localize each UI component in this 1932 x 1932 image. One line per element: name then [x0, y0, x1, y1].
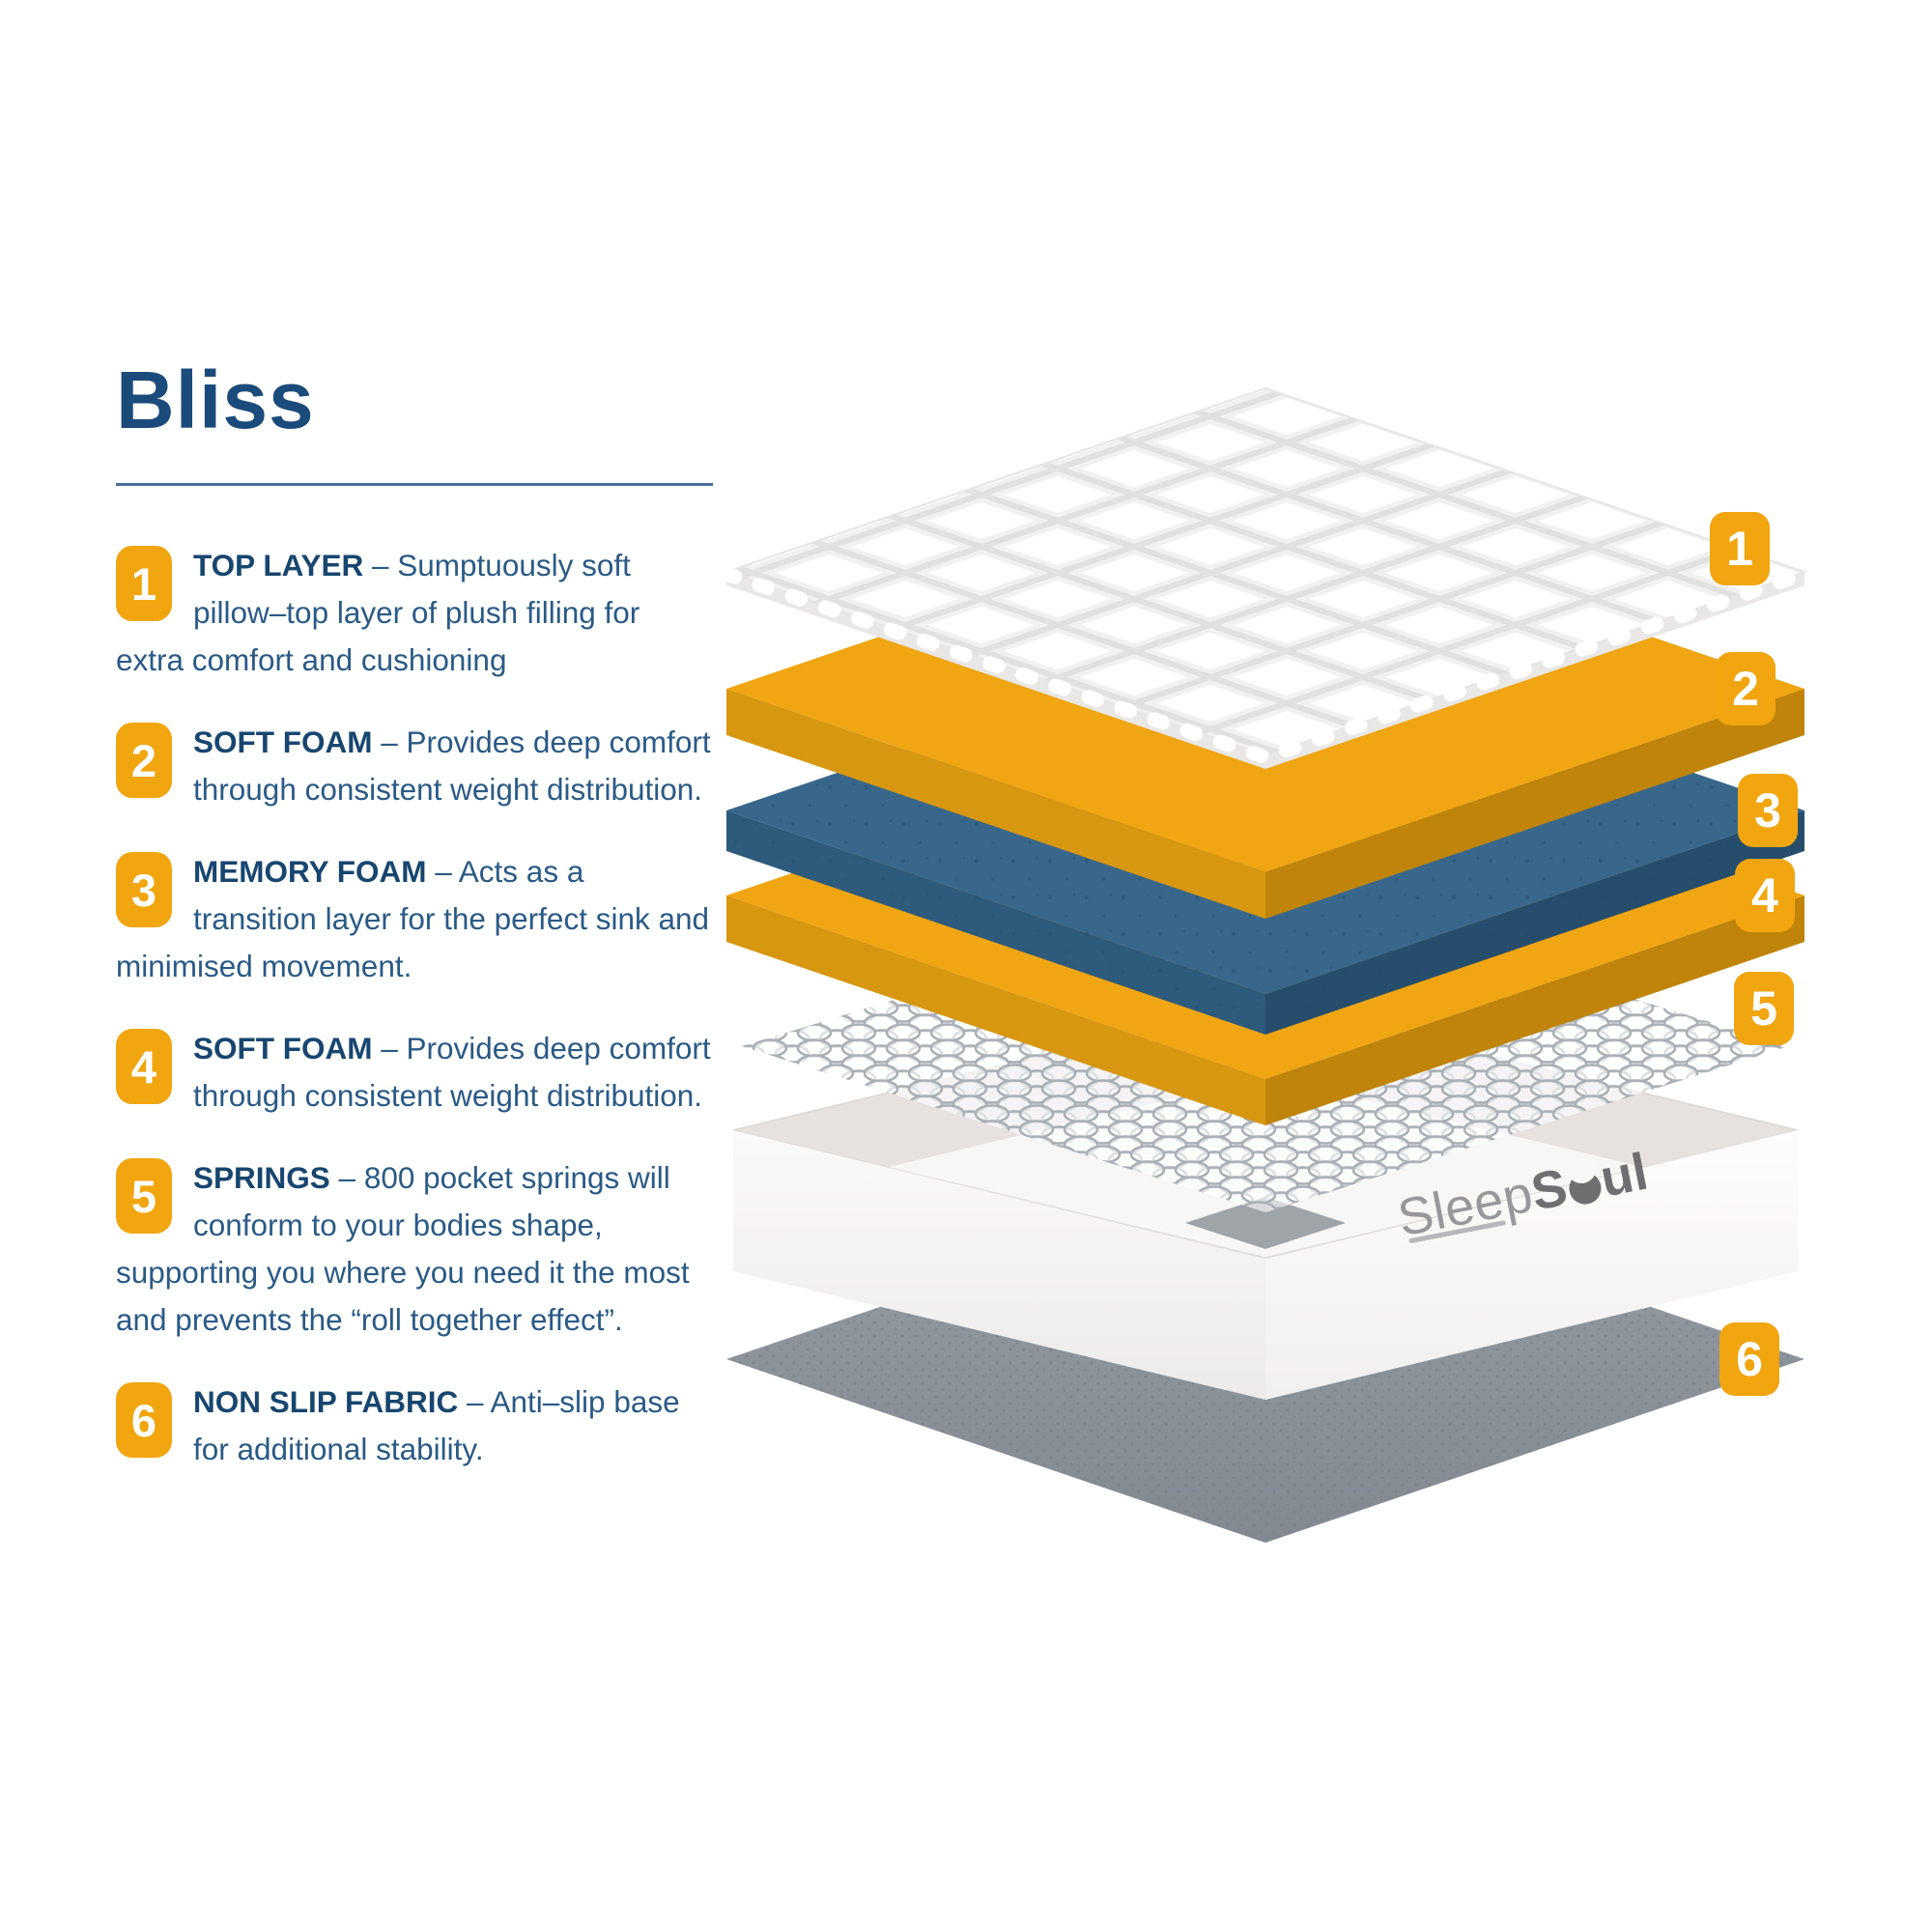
quilted-top-layer [719, 386, 1812, 769]
badge-5-number: 5 [1750, 981, 1777, 1036]
item-number: 6 [130, 1394, 157, 1446]
diagram-badges: 1 2 3 4 5 [1710, 512, 1798, 1396]
item-4-description: SOFT FOAM – Provides deep comfort throug… [116, 1025, 713, 1120]
layer-item-5: 5 SPRINGS – 800 pocket springs will conf… [116, 1154, 713, 1344]
diagram-badge-1: 1 [1710, 512, 1770, 585]
layer-item-3: 3 MEMORY FOAM – Acts as a transition lay… [116, 848, 713, 990]
moon-icon [1566, 1169, 1604, 1208]
item-3-number-badge: 3 [116, 852, 172, 927]
diagram-badge-4: 4 [1735, 859, 1795, 932]
item-5-body: – 800 pocket springs will conform to you… [116, 1160, 690, 1337]
item-3-description: MEMORY FOAM – Acts as a transition layer… [116, 848, 713, 990]
badge-1-number: 1 [1726, 522, 1753, 576]
item-number: 5 [130, 1170, 157, 1222]
logo-soul-ul: ul [1596, 1142, 1653, 1208]
item-1-number-badge: 1 [116, 546, 172, 621]
item-4-body: – Provides deep comfort through consiste… [193, 1031, 711, 1113]
diagram-badge-5: 5 [1734, 972, 1794, 1045]
item-number: 3 [130, 864, 157, 916]
layer-item-6: 6 NON SLIP FABRIC – Anti–slip base for a… [116, 1378, 713, 1473]
layer-item-4: 4 SOFT FOAM – Provides deep comfort thro… [116, 1025, 713, 1120]
item-2-heading: SOFT FOAM [193, 724, 373, 759]
badge-3-number: 3 [1754, 783, 1781, 838]
item-2-description: SOFT FOAM – Provides deep comfort throug… [116, 719, 713, 813]
layer-item-2: 2 SOFT FOAM – Provides deep comfort thro… [116, 719, 713, 813]
item-5-description: SPRINGS – 800 pocket springs will confor… [116, 1154, 713, 1344]
feature-panel: Bliss 1 TOP LAYER – Sumptuously soft pil… [116, 359, 713, 1508]
item-3-body: – Acts as a transition layer for the per… [116, 854, 710, 983]
divider [116, 483, 713, 486]
diagram-badge-6: 6 [1719, 1322, 1779, 1396]
item-6-heading: NON SLIP FABRIC [193, 1384, 459, 1419]
item-1-heading: TOP LAYER [193, 548, 364, 582]
diagram-badge-3: 3 [1738, 774, 1798, 847]
item-4-number-badge: 4 [116, 1029, 172, 1104]
layer-item-1: 1 TOP LAYER – Sumptuously soft pillow–to… [116, 542, 713, 684]
item-number: 4 [130, 1040, 157, 1093]
item-1-body: – Sumptuously soft pillow–top layer of p… [116, 548, 640, 677]
item-5-heading: SPRINGS [193, 1160, 330, 1195]
diagram-badge-2: 2 [1716, 652, 1776, 725]
item-1-description: TOP LAYER – Sumptuously soft pillow–top … [116, 542, 713, 684]
badge-4-number: 4 [1751, 868, 1778, 923]
badge-6-number: 6 [1736, 1332, 1763, 1386]
mattress-diagram-svg: 1 2 3 4 5 [719, 386, 1812, 1543]
item-6-number-badge: 6 [116, 1382, 172, 1458]
item-number: 2 [130, 734, 157, 786]
item-2-number-badge: 2 [116, 723, 172, 798]
item-6-body: – Anti–slip base for additional stabilit… [193, 1384, 680, 1466]
item-3-heading: MEMORY FOAM [193, 854, 427, 889]
badge-2-number: 2 [1732, 662, 1759, 716]
item-4-heading: SOFT FOAM [193, 1031, 373, 1065]
item-number: 1 [130, 557, 157, 610]
mattress-diagram: 1 2 3 4 5 [676, 338, 1893, 1690]
item-5-number-badge: 5 [116, 1158, 172, 1234]
item-2-body: – Provides deep comfort through consiste… [193, 724, 711, 807]
page-title: Bliss [116, 355, 315, 445]
base-center-diamond [1185, 1197, 1346, 1249]
item-6-description: NON SLIP FABRIC – Anti–slip base for add… [116, 1378, 713, 1473]
